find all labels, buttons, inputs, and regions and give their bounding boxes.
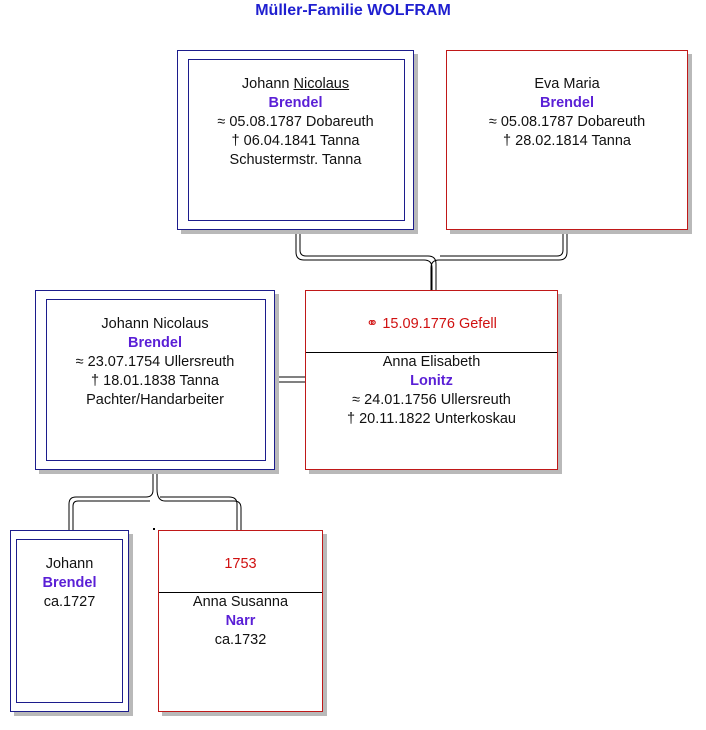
- child-spouse-divider: [159, 592, 322, 593]
- child-given-name: Johann: [45, 556, 94, 572]
- child-spouse-birth: ca.1732: [214, 632, 267, 648]
- mother-marriage: ⚭ 15.09.1776 Gefell: [366, 316, 497, 332]
- child-card[interactable]: Johann Brendel ca.1727: [10, 530, 129, 712]
- grandfather-first-name: Johann: [241, 76, 294, 92]
- mother-card[interactable]: ⚭ 15.09.1776 Gefell Anna Elisabeth Lonit…: [305, 290, 558, 470]
- page-title: Müller-Familie WOLFRAM: [255, 2, 451, 19]
- grandfather-death: † 06.04.1841 Tanna: [231, 133, 360, 149]
- grandmother-surname: Brendel: [540, 95, 594, 111]
- father-death: † 18.01.1838 Tanna: [91, 373, 219, 389]
- grandfather-occupation: Schustermstr. Tanna: [229, 152, 362, 168]
- mother-baptism: ≈ 24.01.1756 Ullersreuth: [352, 392, 511, 408]
- grandmother-card[interactable]: Eva Maria Brendel ≈ 05.08.1787 Dobareuth…: [446, 50, 688, 230]
- grandfather-inner-frame: [188, 59, 405, 221]
- mother-given-name: Anna Elisabeth: [382, 354, 481, 370]
- grandfather-card[interactable]: Johann Nicolaus Brendel ≈ 05.08.1787 Dob…: [177, 50, 414, 230]
- father-inner-frame: [46, 299, 266, 461]
- mother-death: † 20.11.1822 Unterkoskau: [346, 411, 516, 427]
- father-surname: Brendel: [128, 335, 182, 351]
- child-surname: Brendel: [42, 575, 97, 591]
- grandmother-given-name: Eva Maria: [534, 76, 600, 92]
- child-spouse-given-name: Anna Susanna: [192, 594, 289, 610]
- grandfather-call-name: Nicolaus: [293, 76, 350, 92]
- father-occupation: Pachter/Handarbeiter: [86, 392, 224, 408]
- grandfather-baptism: ≈ 05.08.1787 Dobareuth: [217, 114, 374, 130]
- grandmother-baptism: ≈ 05.08.1787 Dobareuth: [488, 114, 646, 130]
- child-spouse-surname: Narr: [225, 613, 256, 629]
- child-birth: ca.1727: [43, 594, 96, 610]
- father-baptism: ≈ 23.07.1754 Ullersreuth: [75, 354, 235, 370]
- child-inner-frame: [16, 539, 123, 703]
- grandfather-given-name: Johann Nicolaus: [178, 75, 413, 94]
- mother-divider: [306, 352, 557, 353]
- father-card[interactable]: Johann Nicolaus Brendel ≈ 23.07.1754 Ull…: [35, 290, 275, 470]
- grandmother-death: † 28.02.1814 Tanna: [503, 133, 631, 149]
- child-spouse-card[interactable]: 1753 Anna Susanna Narr ca.1732: [158, 530, 323, 712]
- child-spouse-marriage: 1753: [224, 556, 257, 572]
- father-given-name: Johann Nicolaus: [101, 316, 209, 332]
- mother-surname: Lonitz: [410, 373, 453, 389]
- grandfather-surname: Brendel: [268, 95, 323, 111]
